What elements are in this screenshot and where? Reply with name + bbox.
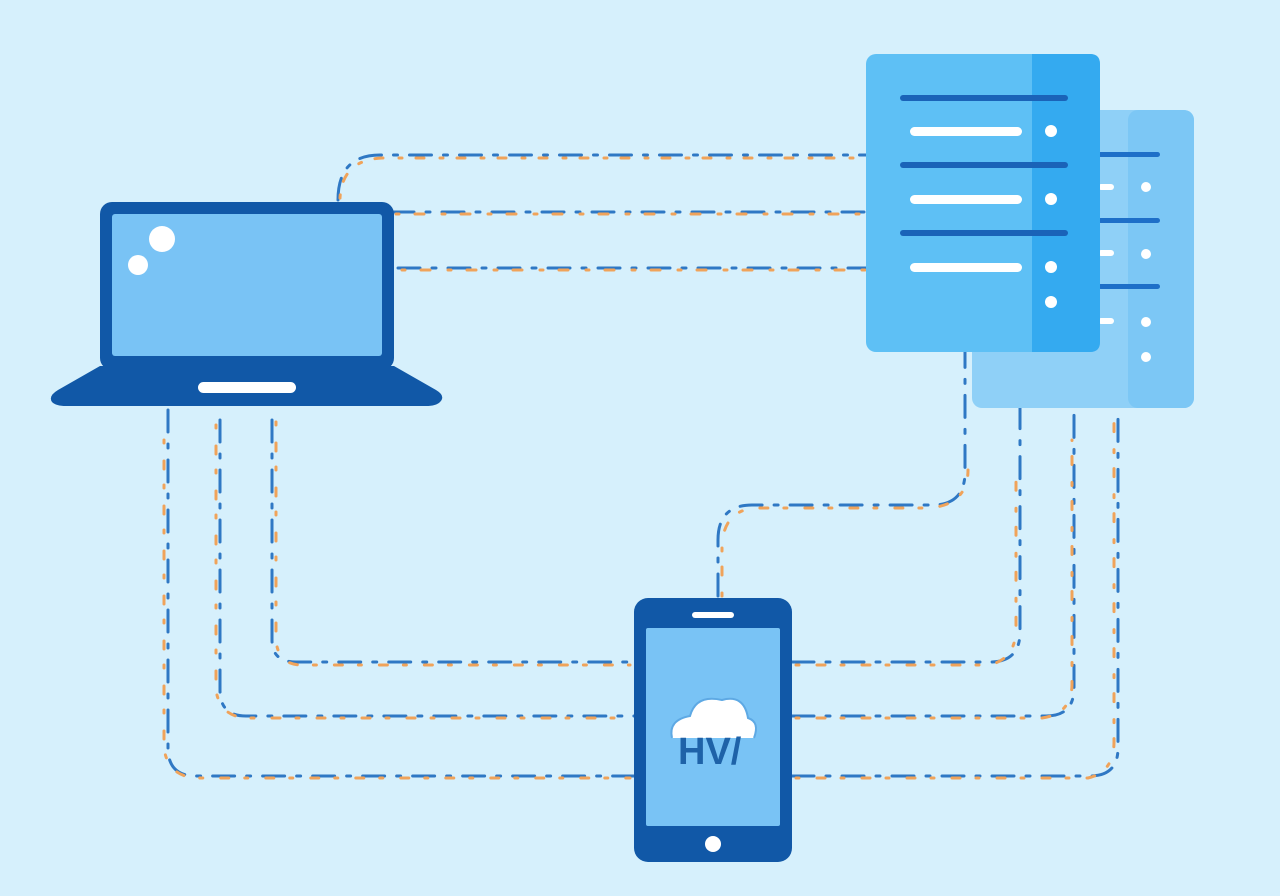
- cloud-icon: [670, 697, 757, 739]
- server-front: [866, 54, 1100, 352]
- laptop-trackpad: [198, 382, 296, 393]
- phone-logo-text: HV/: [678, 731, 742, 773]
- link-laptop-server-1: [336, 153, 870, 202]
- link-laptop-server-2: [390, 210, 870, 216]
- laptop-screen: [112, 214, 382, 356]
- laptop: [50, 202, 443, 406]
- link-phone-server-inner: [790, 348, 1022, 667]
- link-laptop-phone-middle: [214, 418, 636, 720]
- link-laptop-phone-inner: [270, 418, 636, 667]
- link-laptop-server-3: [396, 266, 870, 272]
- link-laptop-phone-outer: [162, 408, 636, 780]
- link-phone-server-middle: [790, 408, 1076, 720]
- smartphone: HV/: [634, 598, 792, 862]
- phone-speaker: [692, 612, 734, 618]
- phone-home-button: [705, 836, 721, 852]
- screen-glare-icon: [149, 226, 175, 252]
- server-rack-lines: [900, 95, 1068, 272]
- connection-links: [162, 153, 1120, 780]
- link-phone-server-outer: [790, 408, 1120, 780]
- server-status-lights: [1045, 125, 1057, 308]
- link-phone-server-top: [716, 350, 970, 598]
